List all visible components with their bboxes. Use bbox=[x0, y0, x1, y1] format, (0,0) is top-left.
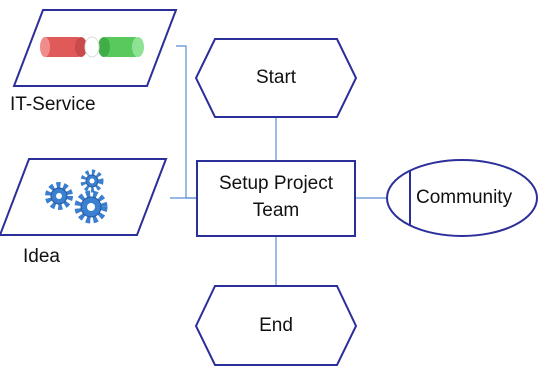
connector-it-service-to-task bbox=[176, 45, 197, 199]
toggle-switch-icon bbox=[40, 36, 144, 58]
it-service-label: IT-Service bbox=[10, 94, 96, 115]
connectors bbox=[170, 45, 387, 285]
community-shape[interactable] bbox=[386, 159, 538, 237]
task-label-line2: Team bbox=[252, 200, 300, 221]
start-shape[interactable] bbox=[194, 38, 358, 118]
start-label: Start bbox=[255, 67, 297, 88]
task-shape[interactable] bbox=[196, 160, 356, 237]
task-label-line1: Setup Project bbox=[218, 173, 334, 194]
idea-label: Idea bbox=[23, 246, 60, 267]
end-shape[interactable] bbox=[194, 285, 358, 366]
community-label: Community bbox=[416, 187, 513, 208]
end-label: End bbox=[259, 315, 293, 336]
gears-icon bbox=[45, 169, 108, 224]
